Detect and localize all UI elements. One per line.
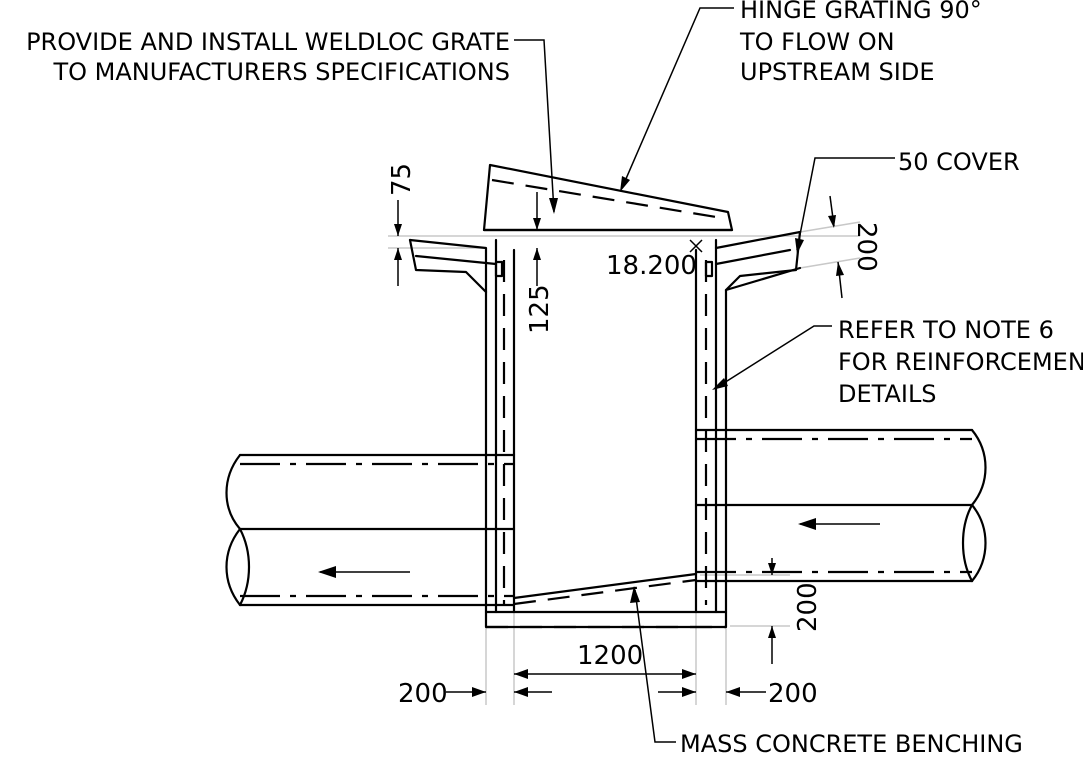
note-reinf-line2: FOR REINFORCEMENT bbox=[838, 348, 1083, 376]
dim-left-wall: 200 bbox=[398, 679, 552, 709]
note-hinge-line1: HINGE GRATING 90° bbox=[740, 0, 982, 24]
dim-125-label: 125 bbox=[525, 284, 555, 334]
dim-slope-depth: 200 bbox=[828, 195, 881, 299]
dim-1200-label: 1200 bbox=[577, 641, 643, 671]
dim-right-wall: 200 bbox=[658, 679, 818, 709]
outlet-pipe bbox=[225, 453, 516, 607]
flow-arrows bbox=[318, 518, 880, 578]
note-hinge-line3: UPSTREAM SIDE bbox=[740, 58, 934, 86]
dim-200-right-label: 200 bbox=[768, 679, 818, 709]
note-grate-line1: PROVIDE AND INSTALL WELDLOC GRATE bbox=[26, 28, 510, 56]
dim-inner-width: 1200 bbox=[514, 641, 696, 679]
level-marker: 18.200 bbox=[606, 239, 703, 281]
inlet-pipe bbox=[694, 428, 987, 583]
level-label: 18.200 bbox=[606, 251, 697, 281]
annotations: PROVIDE AND INSTALL WELDLOC GRATE TO MAN… bbox=[26, 0, 1083, 758]
note-benching: MASS CONCRETE BENCHING bbox=[680, 730, 1023, 758]
dim-200-base-label: 200 bbox=[793, 582, 823, 632]
note-cover: 50 COVER bbox=[898, 148, 1020, 176]
note-hinge-line2: TO FLOW ON bbox=[739, 28, 895, 56]
dim-200-top-label: 200 bbox=[851, 222, 881, 272]
note-grate-line2: TO MANUFACTURERS SPECIFICATIONS bbox=[52, 58, 510, 86]
weldloc-grate bbox=[482, 163, 734, 232]
pit-structure bbox=[408, 230, 802, 629]
dim-grate-height: 75 bbox=[387, 163, 417, 286]
dim-frame-depth: 125 bbox=[525, 192, 555, 334]
note-reinf-line3: DETAILS bbox=[838, 380, 937, 408]
dim-200-left-label: 200 bbox=[398, 679, 448, 709]
note-reinf-line1: REFER TO NOTE 6 bbox=[838, 316, 1054, 344]
dim-75-label: 75 bbox=[387, 163, 417, 196]
dim-base-thickness: 200 bbox=[768, 558, 823, 664]
leaders bbox=[514, 7, 895, 743]
